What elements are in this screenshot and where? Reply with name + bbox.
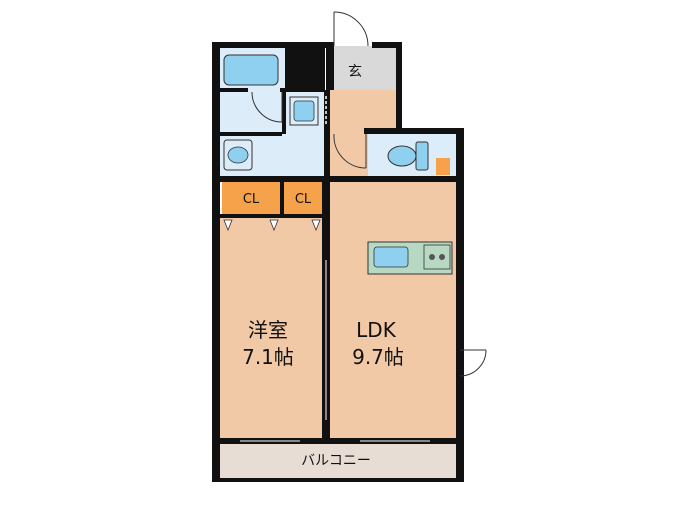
ldk-floor [330, 182, 456, 438]
washbasin-bowl [227, 146, 249, 164]
toilet-tank [415, 141, 429, 171]
toilet-icon [387, 145, 417, 167]
western-room-name: 洋室 [248, 318, 288, 342]
closet-1 [222, 182, 280, 214]
washing-machine-drum [293, 100, 315, 122]
closet-door-marks [223, 219, 321, 232]
entrance-label: 玄 [348, 63, 362, 80]
balcony-floor [218, 444, 456, 478]
washbasin-icon [223, 139, 253, 171]
balcony-label: バルコニー [301, 453, 371, 469]
closet-1-label: CL [243, 192, 260, 207]
bathtub-icon [223, 54, 279, 86]
pipe-shaft [285, 46, 325, 92]
stove-icon [423, 244, 451, 270]
door-swing-icon [251, 11, 487, 377]
stove-burner-1 [429, 254, 435, 260]
western-room-floor [218, 218, 322, 438]
ldk-size: 9.7帖 [352, 345, 404, 369]
western-room-size: 7.1帖 [242, 345, 294, 369]
entrance-floor [330, 46, 398, 90]
toilet-orange-block [436, 158, 450, 175]
closet-2-label: CL [295, 192, 312, 207]
stove-burner-2 [439, 254, 445, 260]
washing-machine-icon [289, 96, 319, 126]
kitchen-sink-icon [373, 246, 409, 268]
closet-2 [284, 182, 322, 214]
sliding-door-lines [240, 260, 430, 442]
ldk-name: LDK [356, 318, 397, 342]
